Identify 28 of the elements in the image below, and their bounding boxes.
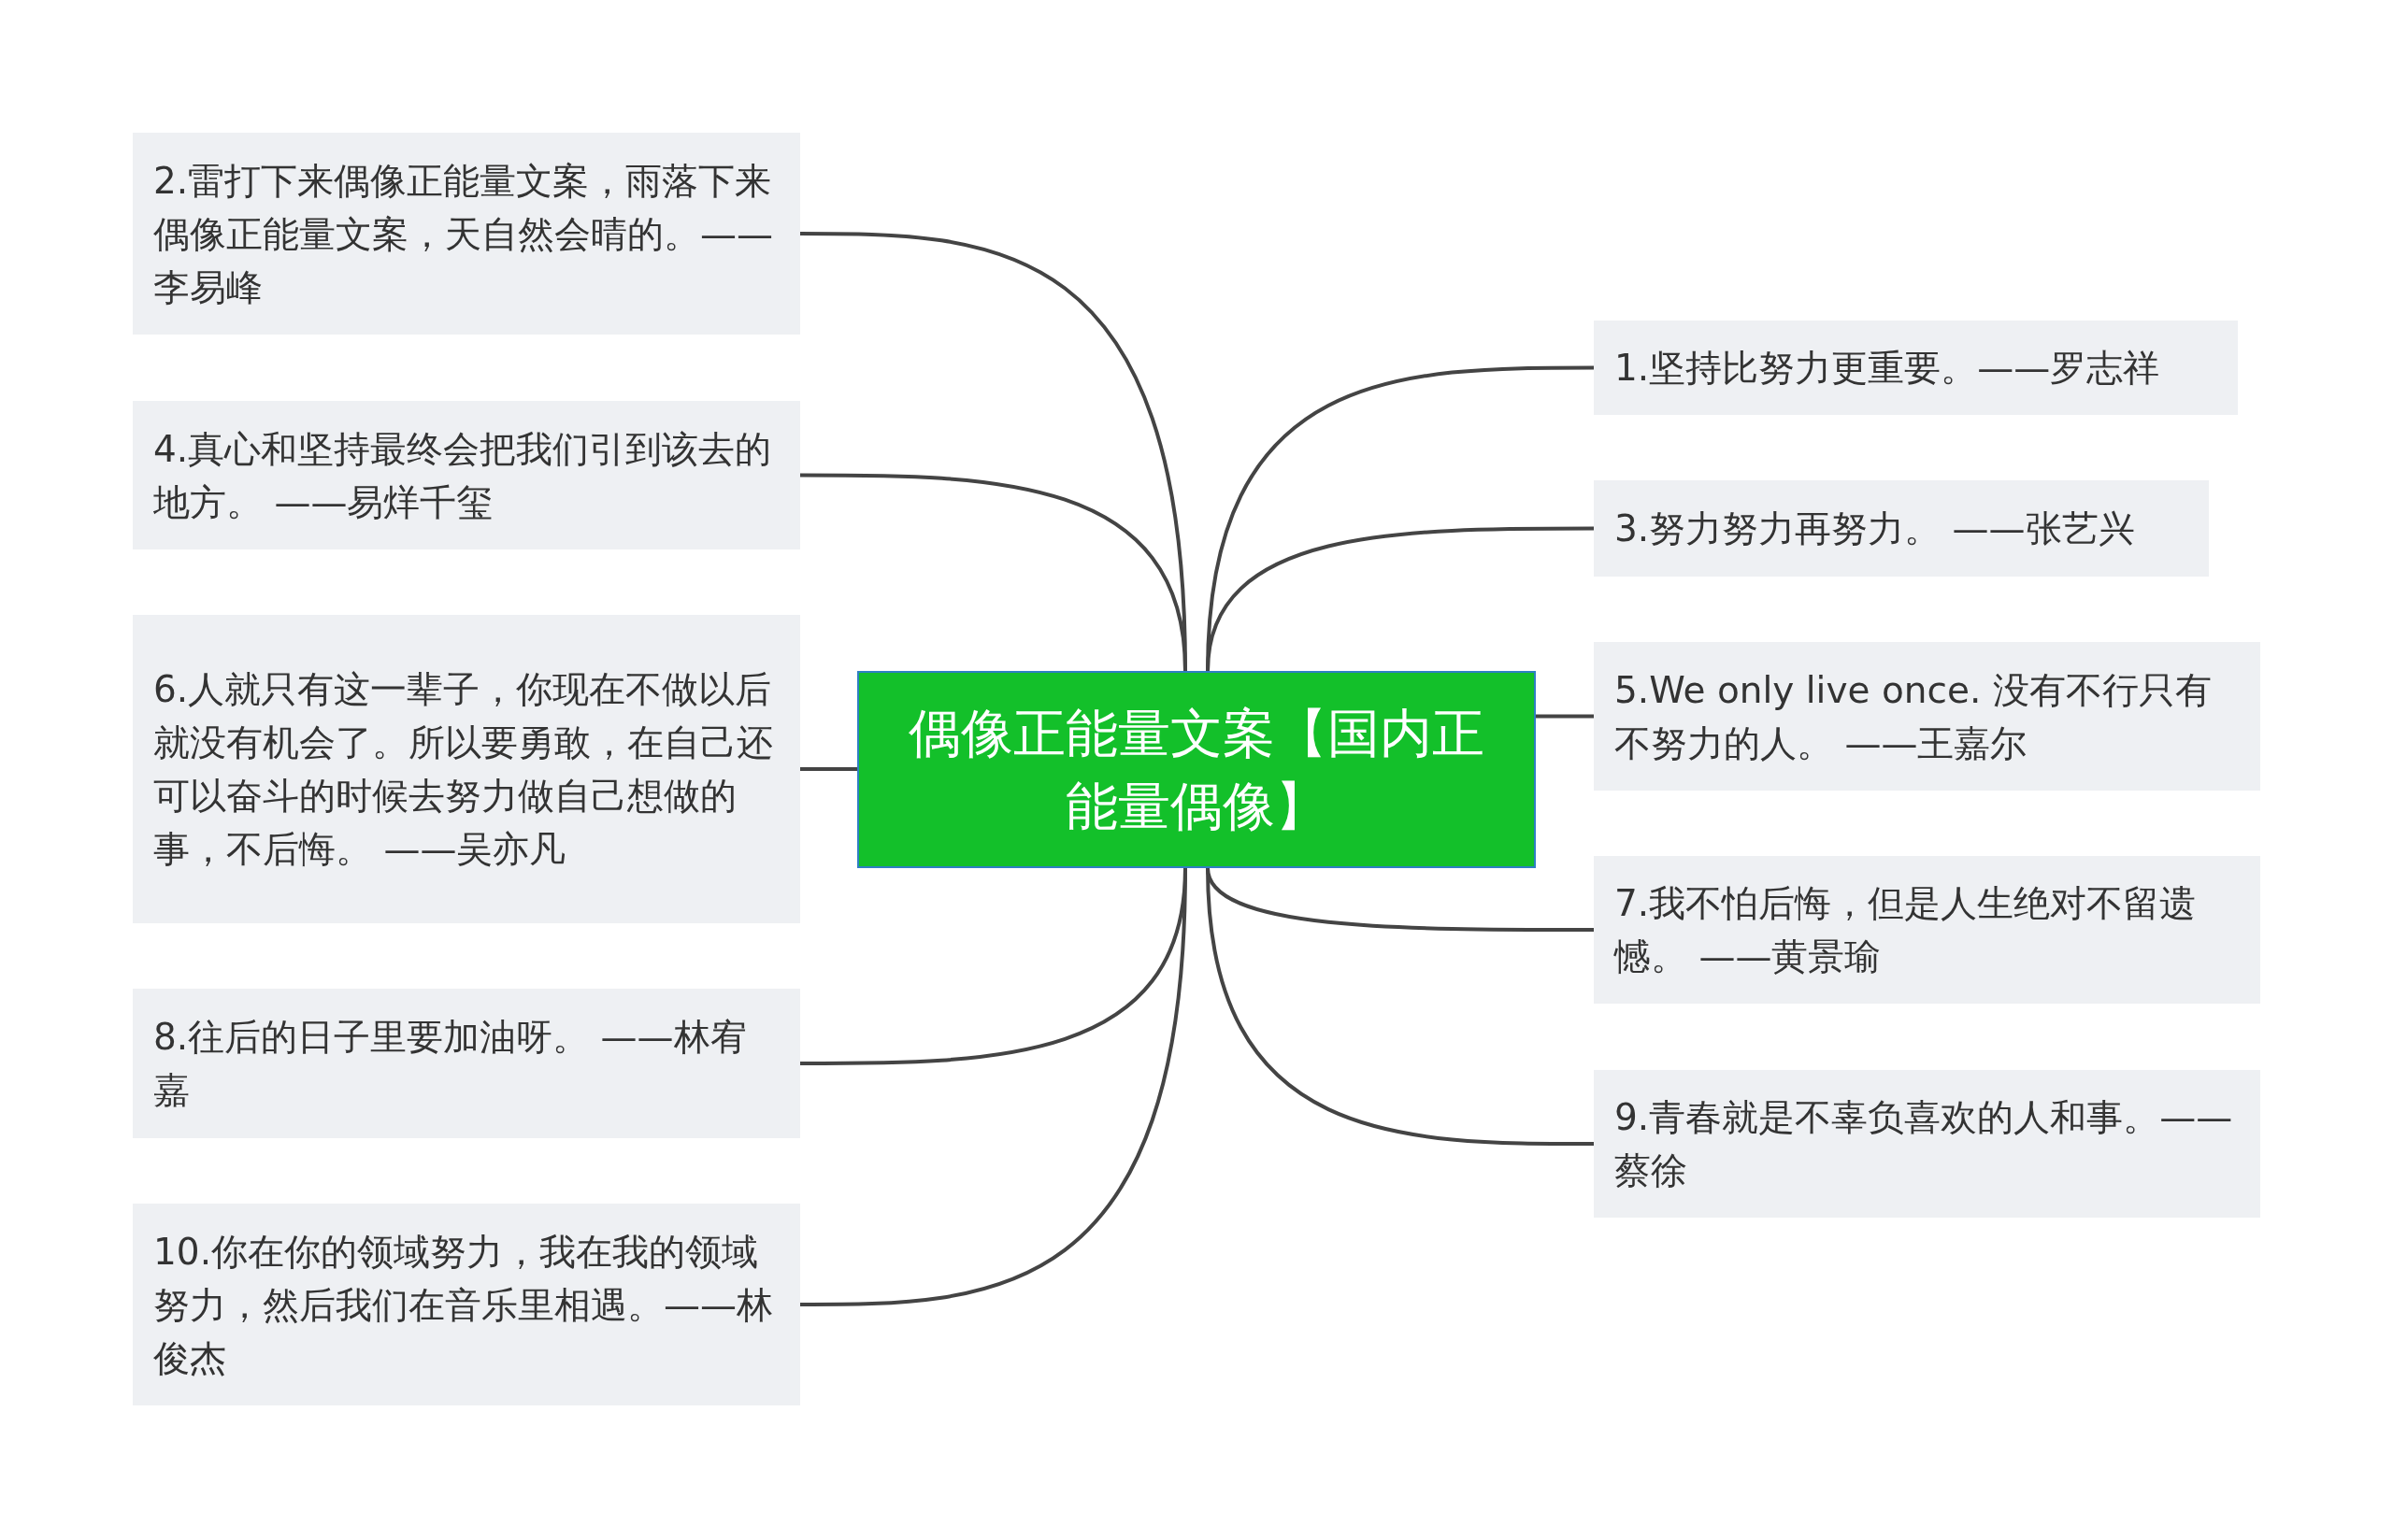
topic-box bbox=[133, 133, 800, 335]
topic-box bbox=[133, 615, 800, 923]
topic-box bbox=[133, 1204, 800, 1405]
topic-box bbox=[133, 989, 800, 1138]
quote-text: 6.人就只有这一辈子，你现在不做以后就没有机会了。所以要勇敢，在自己还可以奋斗的时候去努力做自己想做的事，不后悔。 ——吴亦凡 bbox=[153, 667, 774, 872]
topic-box bbox=[1594, 321, 2238, 415]
topic-box bbox=[1594, 480, 2209, 577]
quote-text: 2.雷打下来偶像正能量文案，雨落下来偶像正能量文案，天自然会晴的。——李易峰 bbox=[153, 158, 774, 310]
topic-box bbox=[1594, 1070, 2260, 1218]
topic-box bbox=[1594, 856, 2260, 1004]
topic-box bbox=[133, 401, 800, 549]
connector-line bbox=[1206, 526, 1594, 672]
quote-text: 4.真心和坚持最终会把我们引到该去的地方。 ——易烊千玺 bbox=[153, 426, 773, 525]
topic-box bbox=[1594, 642, 2260, 791]
quote-text: 8.往后的日子里要加油呀。 ——林宥嘉 bbox=[153, 1015, 748, 1113]
connector-line bbox=[800, 473, 1187, 672]
connector-line bbox=[800, 867, 1187, 1306]
quote-text: 1.坚持比努力更重要。——罗志祥 bbox=[1614, 346, 2160, 391]
quote-text: 10.你在你的领域努力，我在我的领域努力，然后我们在音乐里相遇。——林俊杰 bbox=[153, 1229, 774, 1381]
central-topic-text: 偶像正能量文案【国内正能量偶像】 bbox=[908, 701, 1485, 838]
quote-text: 7.我不怕后悔，但是人生绝对不留遗憾。 ——黄景瑜 bbox=[1614, 881, 2198, 979]
connector-line bbox=[800, 767, 857, 771]
quote-text: 3.努力努力再努力。 ——张艺兴 bbox=[1614, 506, 2135, 551]
quote-text: 9.青春就是不辜负喜欢的人和事。——蔡徐 bbox=[1614, 1095, 2234, 1193]
quote-text: 5.We only live once. 没有不行只有不努力的人。 ——王嘉尔 bbox=[1614, 667, 2213, 766]
central-topic-box bbox=[857, 671, 1536, 868]
connector-line bbox=[1206, 867, 1594, 1146]
connector-line bbox=[1536, 714, 1594, 719]
